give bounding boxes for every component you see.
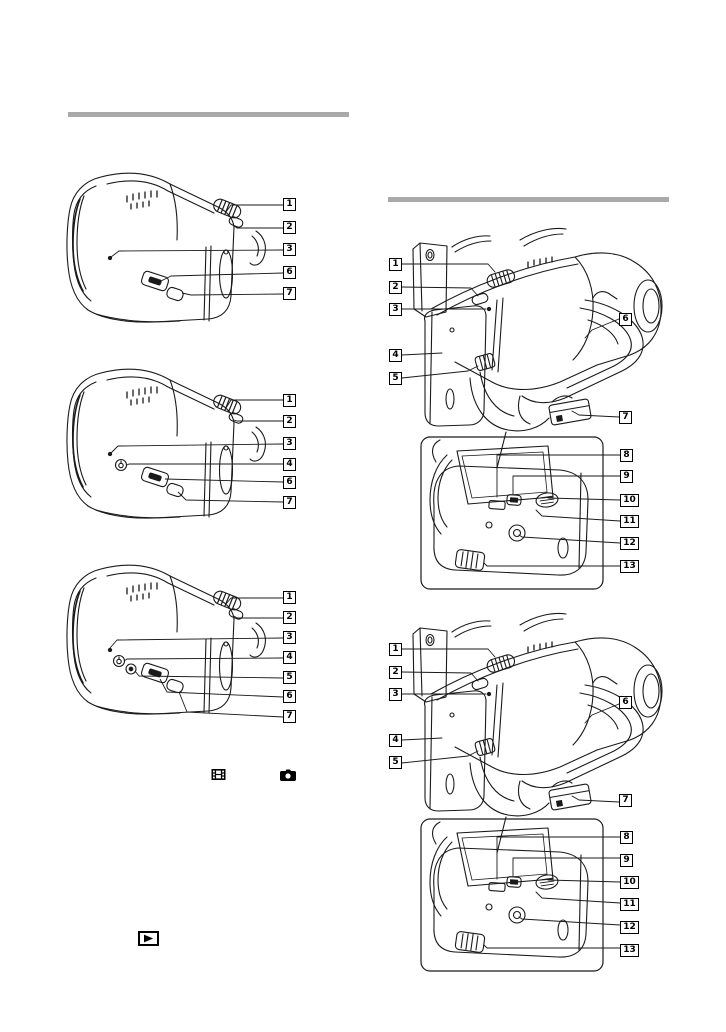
callout-rear-view-1-1: 1 (389, 258, 402, 271)
section-heading-bar-right (388, 197, 669, 202)
callout-side-view-b-6: 6 (283, 476, 296, 489)
callout-rear-view-1-4: 4 (389, 349, 402, 362)
callout-rear-view-2-7: 7 (619, 794, 632, 807)
callout-bottom-view-2-11: 11 (620, 898, 639, 911)
figure-side-view-b (66, 368, 284, 519)
figure-side-view-c (66, 564, 284, 718)
figure-side-view-a (66, 172, 284, 323)
callout-side-view-b-2: 2 (283, 415, 296, 428)
callout-bottom-view-2-8: 8 (620, 831, 633, 844)
callout-bottom-view-2-9: 9 (620, 854, 633, 867)
section-heading-bar-left (68, 112, 349, 117)
callout-rear-view-2-5: 5 (389, 756, 402, 769)
photo-mode-icon (280, 769, 296, 781)
callout-rear-view-2-6: 6 (619, 696, 632, 709)
callout-side-view-a-6: 6 (283, 266, 296, 279)
callout-side-view-c-1: 1 (283, 591, 296, 604)
callout-bottom-view-1-13: 13 (620, 560, 639, 573)
callout-side-view-c-4: 4 (283, 651, 296, 664)
callout-side-view-b-1: 1 (283, 394, 296, 407)
callout-bottom-view-1-9: 9 (620, 470, 633, 483)
playback-mode-icon (138, 931, 159, 946)
callout-rear-view-1-7: 7 (619, 411, 632, 424)
callout-side-view-a-2: 2 (283, 221, 296, 234)
figure-bottom-view-1 (420, 436, 621, 590)
callout-side-view-c-3: 3 (283, 631, 296, 644)
callout-side-view-b-7: 7 (283, 496, 296, 509)
callout-side-view-c-6: 6 (283, 690, 296, 703)
figure-rear-view-1 (401, 227, 663, 469)
callout-bottom-view-1-12: 12 (620, 537, 639, 550)
callout-side-view-b-4: 4 (283, 458, 296, 471)
callout-rear-view-1-5: 5 (389, 372, 402, 385)
callout-bottom-view-1-11: 11 (620, 515, 639, 528)
callout-rear-view-1-3: 3 (389, 303, 402, 316)
callout-side-view-c-7: 7 (283, 710, 296, 723)
callout-bottom-view-1-8: 8 (620, 449, 633, 462)
callout-rear-view-1-6: 6 (619, 313, 632, 326)
callout-bottom-view-2-10: 10 (620, 876, 639, 889)
callout-rear-view-1-2: 2 (389, 281, 402, 294)
callout-side-view-c-5: 5 (283, 671, 296, 684)
callout-rear-view-2-2: 2 (389, 666, 402, 679)
callout-side-view-b-3: 3 (283, 437, 296, 450)
callout-side-view-a-3: 3 (283, 243, 296, 256)
figure-bottom-view-2 (420, 818, 621, 972)
callout-side-view-c-2: 2 (283, 611, 296, 624)
callout-side-view-a-1: 1 (283, 198, 296, 211)
callout-side-view-a-7: 7 (283, 287, 296, 300)
callout-bottom-view-2-13: 13 (620, 944, 639, 957)
callout-rear-view-2-1: 1 (389, 643, 402, 656)
figure-rear-view-2 (401, 612, 663, 854)
callout-bottom-view-2-12: 12 (620, 921, 639, 934)
callout-rear-view-2-3: 3 (389, 688, 402, 701)
movie-mode-icon (211, 769, 226, 780)
callout-rear-view-2-4: 4 (389, 734, 402, 747)
callout-bottom-view-1-10: 10 (620, 494, 639, 507)
